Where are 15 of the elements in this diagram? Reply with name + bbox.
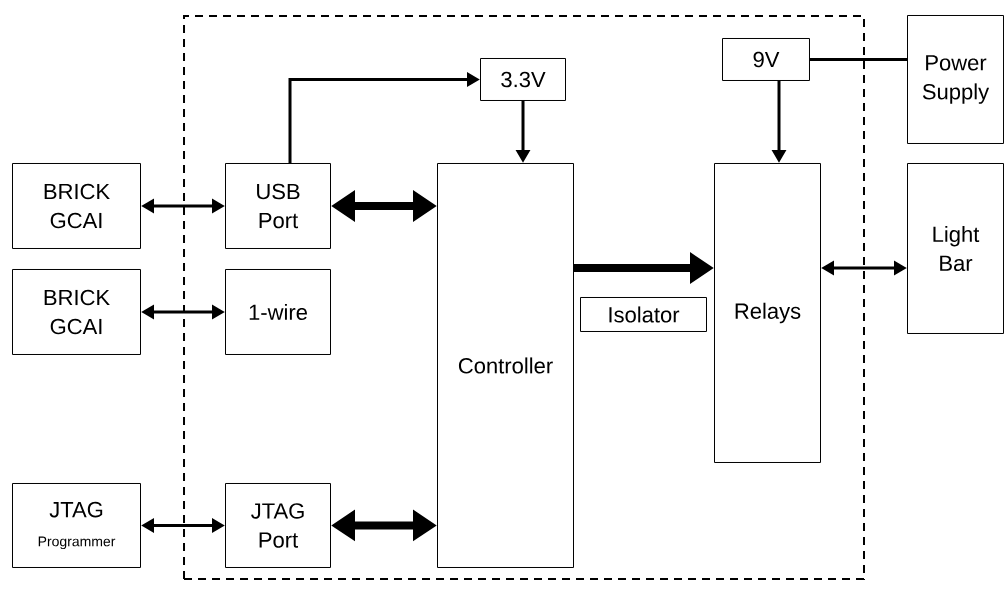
block-box: JTAG Port (225, 483, 331, 568)
block-box: JTAG Programmer (12, 483, 141, 568)
block-box: USB Port (225, 163, 331, 249)
block-box: 1-wire (225, 269, 331, 355)
block-box: Controller (437, 163, 574, 568)
block-box: Isolator (580, 297, 707, 332)
block-box: Power Supply (907, 15, 1004, 144)
boundary-box (183, 15, 865, 580)
block-box: Light Bar (907, 163, 1004, 334)
block-box: BRICK GCAI (12, 163, 141, 249)
block-box: Relays (714, 163, 821, 463)
block-box: 3.3V (480, 58, 566, 101)
block-box: 9V (722, 38, 810, 81)
connector-line (810, 58, 907, 61)
block-box: BRICK GCAI (12, 269, 141, 355)
